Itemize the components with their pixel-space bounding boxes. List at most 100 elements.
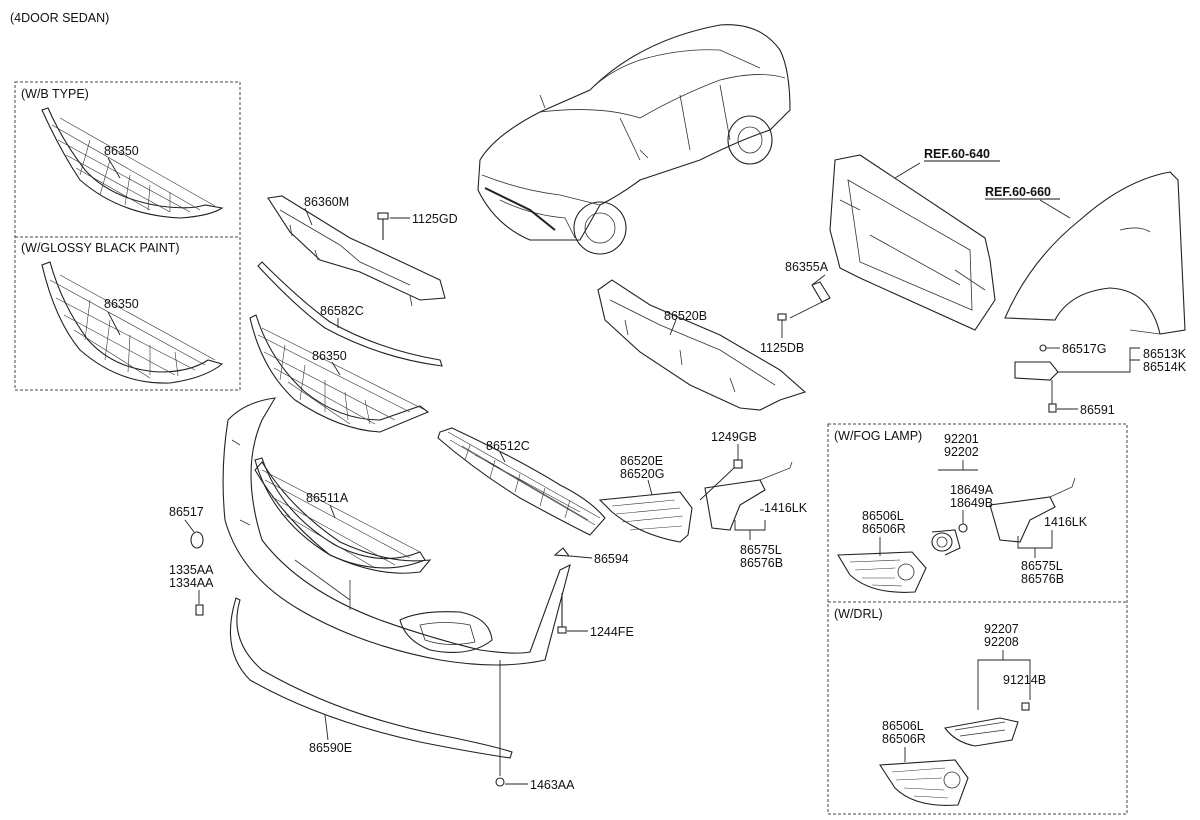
leader-86520B — [669, 319, 677, 336]
part-91214B: 91214B — [1003, 673, 1046, 687]
leader-ref-60-660 — [1039, 199, 1071, 219]
leader-86513K — [1058, 347, 1140, 373]
part-1335AA: 1335AA — [169, 563, 214, 577]
grille-options-box — [14, 81, 241, 391]
bolt-86591 — [1048, 403, 1057, 413]
leader-86350-wb — [107, 157, 121, 179]
screw-1244FE — [557, 593, 567, 634]
leader-86520E — [647, 479, 653, 496]
upper-cover-illustration — [267, 195, 446, 307]
part-86575L-main: 86575L — [740, 543, 782, 557]
clip-86517G — [1039, 344, 1047, 352]
fog-bracket-main-illustration — [704, 461, 793, 531]
leader-86591 — [1051, 380, 1078, 410]
fog-bezel-illustration — [837, 551, 927, 593]
part-1463AA: 1463AA — [530, 778, 575, 792]
leader-86594 — [569, 555, 593, 559]
part-86506R-fog: 86506R — [862, 522, 906, 536]
lower-grille-illustration — [437, 427, 606, 536]
clip-1463AA — [495, 777, 505, 787]
box-label-glossy-black: (W/GLOSSY BLACK PAINT) — [21, 241, 180, 255]
front-bumper-illustration — [222, 397, 571, 666]
center-grille-illustration — [254, 457, 426, 569]
bracket-86355A — [811, 281, 831, 303]
box-label-fog-lamp: (W/FOG LAMP) — [834, 429, 922, 443]
part-92202: 92202 — [944, 445, 979, 459]
ref-60-640: REF.60-640 — [924, 147, 990, 161]
part-86520B: 86520B — [664, 309, 707, 323]
bulb-18649A — [958, 523, 968, 533]
radiator-support-illustration — [829, 154, 996, 331]
part-1334AA: 1334AA — [169, 576, 214, 590]
part-92208: 92208 — [984, 635, 1019, 649]
grille-main-illustration — [249, 314, 430, 433]
leader-86590E — [324, 714, 329, 741]
leader-86350-glossy — [107, 311, 121, 336]
part-86575L-fog: 86575L — [1021, 559, 1063, 573]
box-label-drl: (W/DRL) — [834, 607, 883, 621]
part-86582C: 86582C — [320, 304, 364, 318]
part-1125GD: 1125GD — [412, 212, 458, 226]
part-1249GB: 1249GB — [711, 430, 757, 444]
part-92201: 92201 — [944, 432, 979, 446]
part-18649B: 18649B — [950, 496, 993, 510]
part-86506R-drl: 86506R — [882, 732, 926, 746]
fastener-1335AA — [195, 604, 204, 616]
bolt-1125GD — [377, 212, 389, 240]
grille-wb-type-illustration — [41, 107, 224, 219]
drl-lamp-illustration — [944, 702, 1030, 747]
part-86350-wb: 86350 — [104, 144, 139, 158]
leader-86512C — [499, 451, 506, 463]
part-86350-glossy: 86350 — [104, 297, 139, 311]
leader-ref-60-640 — [894, 162, 921, 179]
part-86360M: 86360M — [304, 195, 349, 209]
leader-86511A — [329, 504, 336, 519]
part-86350-main: 86350 — [312, 349, 347, 363]
leader-86355A — [789, 274, 826, 319]
part-86506L-drl: 86506L — [882, 719, 924, 733]
leader-86517 — [184, 519, 195, 533]
bolt-1125DB — [777, 313, 787, 321]
part-86591: 86591 — [1080, 403, 1115, 417]
part-86576B-main: 86576B — [740, 556, 783, 570]
screw-1249GB — [733, 459, 743, 469]
leader-92201 — [938, 460, 978, 471]
part-1416LK-fog: 1416LK — [1044, 515, 1088, 529]
part-86517: 86517 — [169, 505, 204, 519]
cap-86517 — [190, 531, 204, 549]
part-86520E: 86520E — [620, 454, 663, 468]
part-86517G: 86517G — [1062, 342, 1106, 356]
leader-86360M — [304, 207, 313, 226]
leader-92207 — [977, 650, 1031, 710]
box-label-wb-type: (W/B TYPE) — [21, 87, 89, 101]
ref-60-660: REF.60-660 — [985, 185, 1051, 199]
energy-absorber-illustration — [597, 279, 807, 411]
grille-glossy-black-illustration — [41, 261, 224, 384]
part-86355A: 86355A — [785, 260, 829, 274]
fog-lamp-unit-illustration — [931, 529, 961, 556]
part-86520G: 86520G — [620, 467, 664, 481]
part-86513K: 86513K — [1143, 347, 1187, 361]
part-92207: 92207 — [984, 622, 1019, 636]
part-86590E: 86590E — [309, 741, 352, 755]
part-86514K: 86514K — [1143, 360, 1187, 374]
diagram-title: (4DOOR SEDAN) — [10, 11, 109, 25]
trim-strip-illustration — [257, 261, 443, 367]
part-1416LK-main: 1416LK — [764, 501, 808, 515]
drl-bezel-illustration — [879, 759, 969, 806]
part-86594: 86594 — [594, 552, 629, 566]
leader-86350-main — [331, 361, 341, 376]
fog-drl-options-box — [827, 423, 1128, 815]
leader-86575L-fog — [1017, 530, 1053, 558]
leader-86575L-main — [734, 520, 766, 540]
fog-bracket-box-illustration — [989, 477, 1076, 543]
fog-cover-illustration — [598, 491, 693, 543]
clip-86594 — [553, 547, 571, 557]
part-18649A: 18649A — [950, 483, 994, 497]
part-86506L-fog: 86506L — [862, 509, 904, 523]
fender-illustration — [1004, 171, 1186, 335]
part-86576B-fog: 86576B — [1021, 572, 1064, 586]
part-86512C: 86512C — [486, 439, 530, 453]
